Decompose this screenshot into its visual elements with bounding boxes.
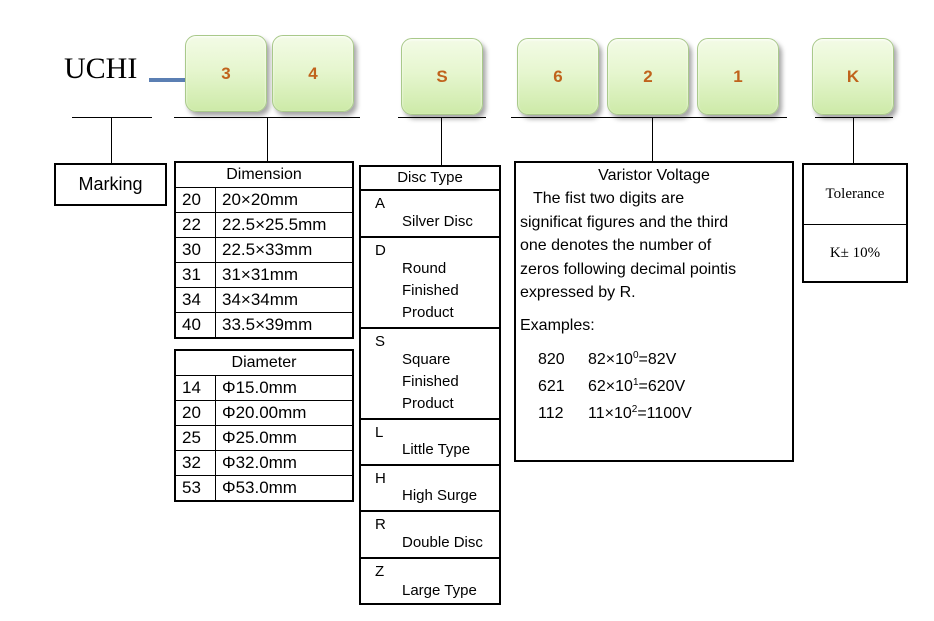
brand-label: UCHI — [64, 52, 138, 85]
dimension-connector — [267, 117, 268, 161]
varistor-voltage-box: Varistor Voltage The fist two digits are… — [514, 161, 794, 462]
marking-label: Marking — [78, 174, 143, 194]
diameter-title: Diameter — [174, 349, 354, 376]
disc-type-table: Disc Type A Silver Disc D Round Finished… — [359, 165, 501, 605]
tolerance-connector — [853, 117, 854, 163]
marking-connector — [111, 117, 112, 163]
tolerance-underline — [815, 117, 893, 118]
disc-type-connector — [441, 117, 442, 165]
tolerance-value: K± 10% — [829, 244, 881, 261]
voltage-underline — [511, 117, 787, 118]
code-key-7: K — [812, 38, 894, 115]
list-item: R Double Disc — [361, 512, 499, 559]
code-key-4: 6 — [517, 38, 599, 115]
code-key-5: 2 — [607, 38, 689, 115]
marking-underline — [72, 117, 152, 118]
examples-label: Examples: — [520, 316, 595, 334]
varistor-voltage-description: The fist two digits are significat figur… — [520, 190, 737, 301]
code-key-6: 1 — [697, 38, 779, 115]
brand-connector — [149, 78, 185, 82]
code-key-1: 3 — [185, 35, 267, 112]
tolerance-box: Tolerance K± 10% — [802, 163, 908, 283]
code-key-2: 4 — [272, 35, 354, 112]
list-item: Z Large Type — [375, 563, 477, 599]
disc-type-underline — [398, 117, 486, 118]
code-key-3: S — [401, 38, 483, 115]
tolerance-title: Tolerance — [804, 165, 906, 225]
disc-type-title: Disc Type — [361, 167, 499, 191]
list-item: D Round Finished Product — [361, 238, 499, 329]
list-item: A Silver Disc — [361, 191, 499, 238]
voltage-connector — [652, 117, 653, 161]
marking-box: Marking — [54, 163, 167, 206]
list-item: L Little Type — [361, 420, 499, 466]
dimension-title: Dimension — [174, 161, 354, 188]
list-item: S Square Finished Product — [361, 329, 499, 420]
varistor-voltage-title: Varistor Voltage — [598, 167, 710, 184]
list-item: H High Surge — [361, 466, 499, 512]
